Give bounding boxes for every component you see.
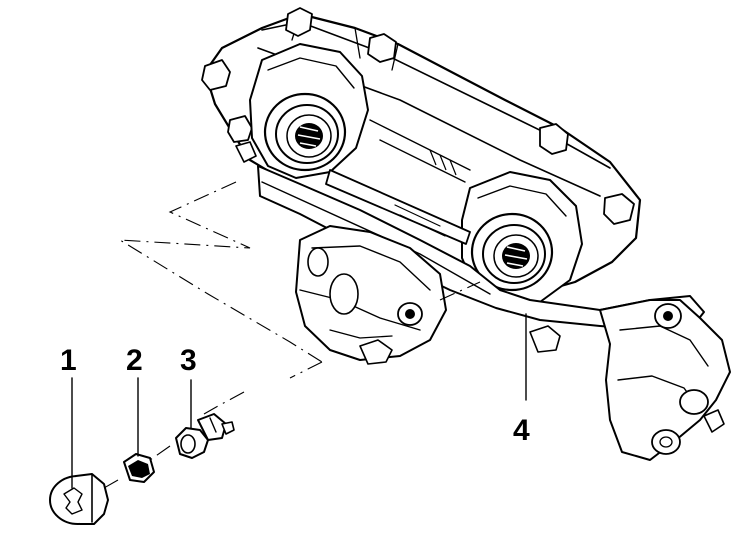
callout-3: 3 xyxy=(180,344,197,377)
callout-2: 2 xyxy=(126,344,143,377)
assembly-axis-lines xyxy=(103,181,481,489)
callout-1: 1 xyxy=(60,344,77,377)
right-bearing xyxy=(470,212,554,292)
transmission-housing xyxy=(201,7,731,461)
part-1-cap xyxy=(49,473,109,525)
part-3-fitting xyxy=(175,413,235,459)
part-2-nut xyxy=(123,453,155,483)
callout-leaders xyxy=(71,313,527,489)
left-bearing xyxy=(263,92,347,172)
callout-4: 4 xyxy=(513,414,530,447)
